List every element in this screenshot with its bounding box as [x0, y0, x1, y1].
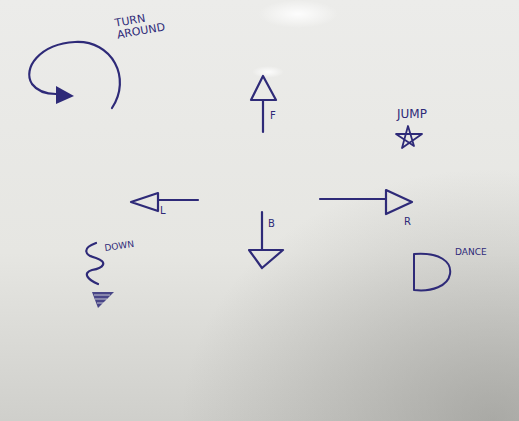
action-label: TURN AROUND: [114, 6, 187, 42]
action-label: JUMP: [397, 108, 427, 121]
direction-letter: F: [270, 110, 276, 121]
direction-letter: R: [404, 216, 411, 227]
glare: [252, 66, 284, 78]
star-symbol: [396, 126, 422, 148]
direction-letter: L: [160, 205, 166, 216]
turn-around-symbol: [29, 42, 120, 108]
action-label: DOWN: [104, 240, 135, 254]
forward-arrow: [251, 76, 276, 132]
down-arrowhead: [92, 292, 114, 308]
down-zigzag: [86, 243, 103, 284]
glare: [258, 0, 338, 28]
dance-symbol: [414, 254, 450, 291]
action-label: DANCE: [455, 248, 487, 258]
back-arrow: [249, 212, 283, 268]
direction-letter: B: [268, 218, 275, 229]
right-arrow: [320, 190, 412, 214]
turn-around-arrowhead: [56, 86, 74, 104]
